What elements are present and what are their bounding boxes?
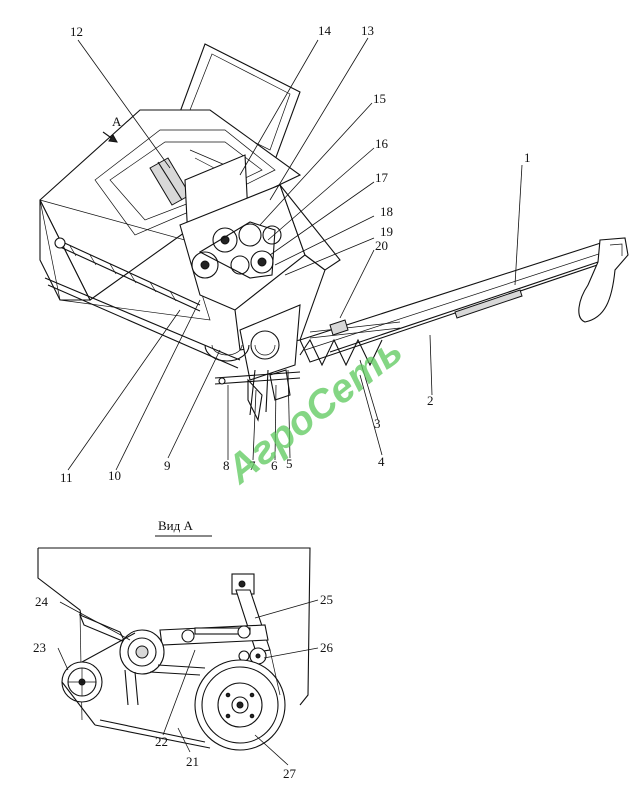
- callout-2: 2: [427, 393, 434, 408]
- view-a-marker: А: [112, 114, 122, 129]
- discharge-chute: [239, 304, 301, 422]
- callout-8: 8: [223, 458, 230, 473]
- callout-12: 12: [70, 24, 83, 39]
- hopper-body: [39, 109, 302, 369]
- sprockets-and-chain: [191, 221, 282, 279]
- callout-15: 15: [373, 91, 386, 106]
- callout-5: 5: [286, 456, 293, 471]
- main-assembly-view: А 1 2 3 4 5: [39, 23, 629, 485]
- callout-21: 21: [186, 754, 199, 769]
- leader-lines-bottom: [57, 599, 319, 766]
- callout-16: 16: [375, 136, 389, 151]
- callout-14: 14: [318, 23, 332, 38]
- bottom-auger-shaft: [54, 237, 201, 312]
- view-a-idler-26: [238, 647, 267, 665]
- callout-18: 18: [380, 204, 393, 219]
- callout-4: 4: [378, 454, 385, 469]
- unloading-auger: [299, 237, 629, 367]
- callout-25: 25: [320, 592, 333, 607]
- callout-6: 6: [271, 458, 278, 473]
- callout-26: 26: [320, 640, 334, 655]
- callout-7: 7: [249, 458, 256, 473]
- callout-3: 3: [374, 416, 381, 431]
- callout-19: 19: [380, 224, 393, 239]
- callout-10: 10: [108, 468, 121, 483]
- bottom-frame-bar: [214, 371, 301, 385]
- view-a-detail: Вид А: [33, 518, 334, 781]
- gearbox-housing: [179, 184, 341, 351]
- callout-23: 23: [33, 640, 46, 655]
- callout-27: 27: [283, 766, 297, 781]
- callout-9: 9: [164, 458, 171, 473]
- drive-pulley-9: [204, 344, 250, 362]
- callout-11: 11: [60, 470, 73, 485]
- view-a-pulley-27: [194, 659, 286, 751]
- view-a-pulley-23: [61, 661, 103, 703]
- view-a-pulley-24: [119, 629, 165, 706]
- callout-17: 17: [375, 170, 389, 185]
- view-a-tension-bar: [78, 613, 269, 646]
- callout-24: 24: [35, 594, 49, 609]
- hopper-lid: [179, 43, 301, 161]
- view-a-arrow: А: [102, 114, 122, 143]
- callout-13: 13: [361, 23, 374, 38]
- leader-lines-top: [67, 37, 523, 471]
- callout-20: 20: [375, 238, 388, 253]
- callout-1: 1: [524, 150, 531, 165]
- view-a-title: Вид А: [158, 518, 193, 533]
- callout-22: 22: [155, 734, 168, 749]
